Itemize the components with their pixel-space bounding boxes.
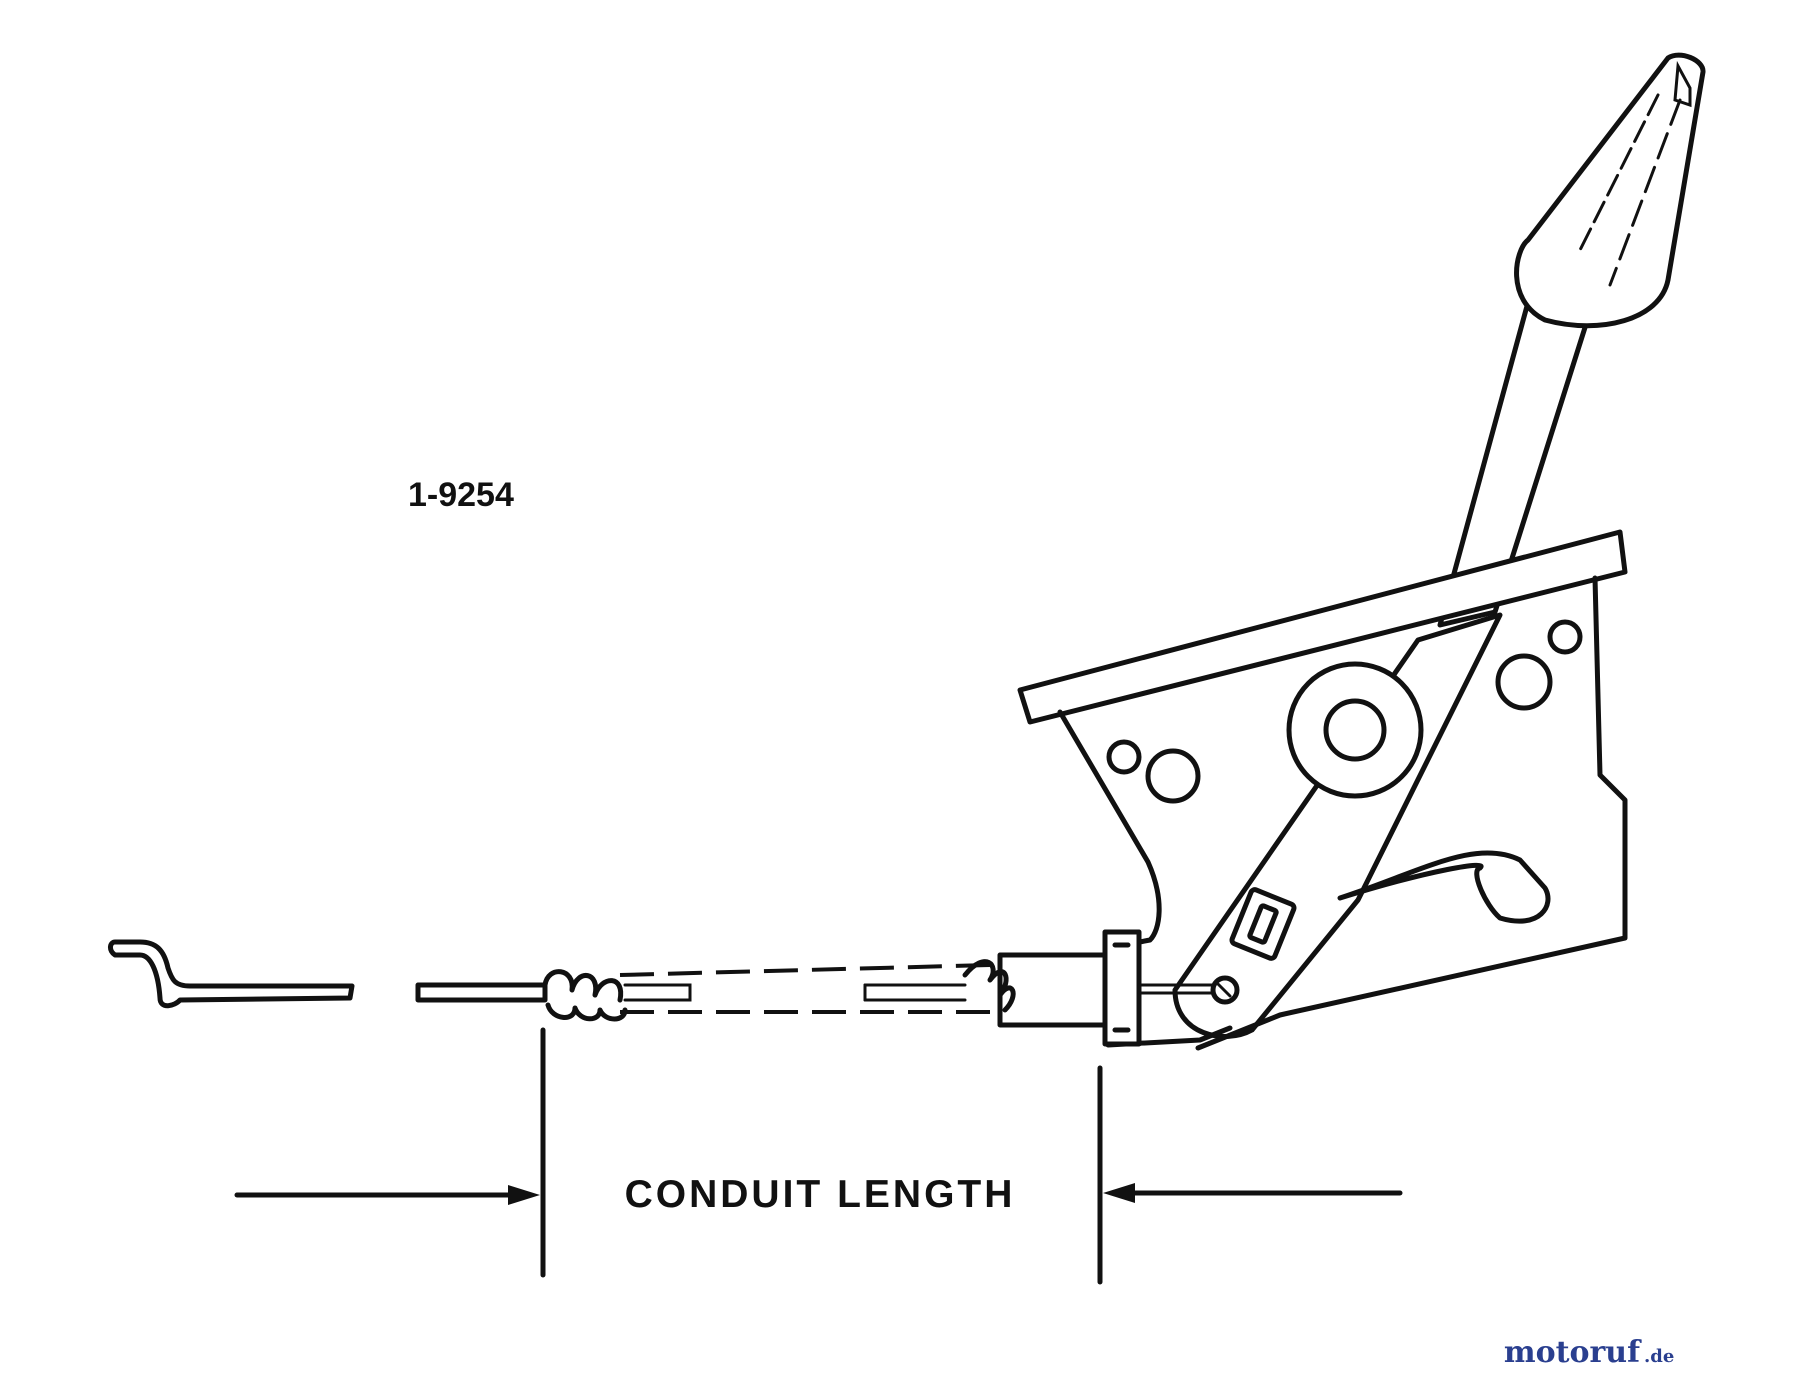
cable-fitting — [997, 929, 1240, 1047]
pivot-hole — [1323, 698, 1387, 762]
bracket-hole — [1547, 619, 1583, 655]
dimension-markers — [234, 1027, 1403, 1285]
watermark-brand: motoruf — [1504, 1335, 1642, 1370]
watermark-tld: .de — [1644, 1346, 1674, 1367]
arc-slot — [1337, 850, 1551, 924]
bracket-hole — [1145, 748, 1201, 804]
conduit-spring-right — [863, 959, 1016, 1013]
conduit-spring-left — [542, 969, 692, 1022]
bracket-hole — [1495, 653, 1553, 711]
conduit-ferrule — [997, 952, 1108, 1028]
control-lever — [1172, 292, 1591, 1039]
conduit-length-label: CONDUIT LENGTH — [625, 1173, 1016, 1216]
cable-conduit — [619, 963, 991, 1014]
part-number-label: 1-9254 — [408, 476, 514, 514]
watermark: motoruf .de — [1504, 1335, 1674, 1370]
conduit-clamp-nut — [1102, 929, 1142, 1047]
bracket-hole — [1106, 739, 1142, 775]
lever-knob — [1514, 52, 1706, 329]
inner-cable-wire — [108, 939, 548, 1009]
